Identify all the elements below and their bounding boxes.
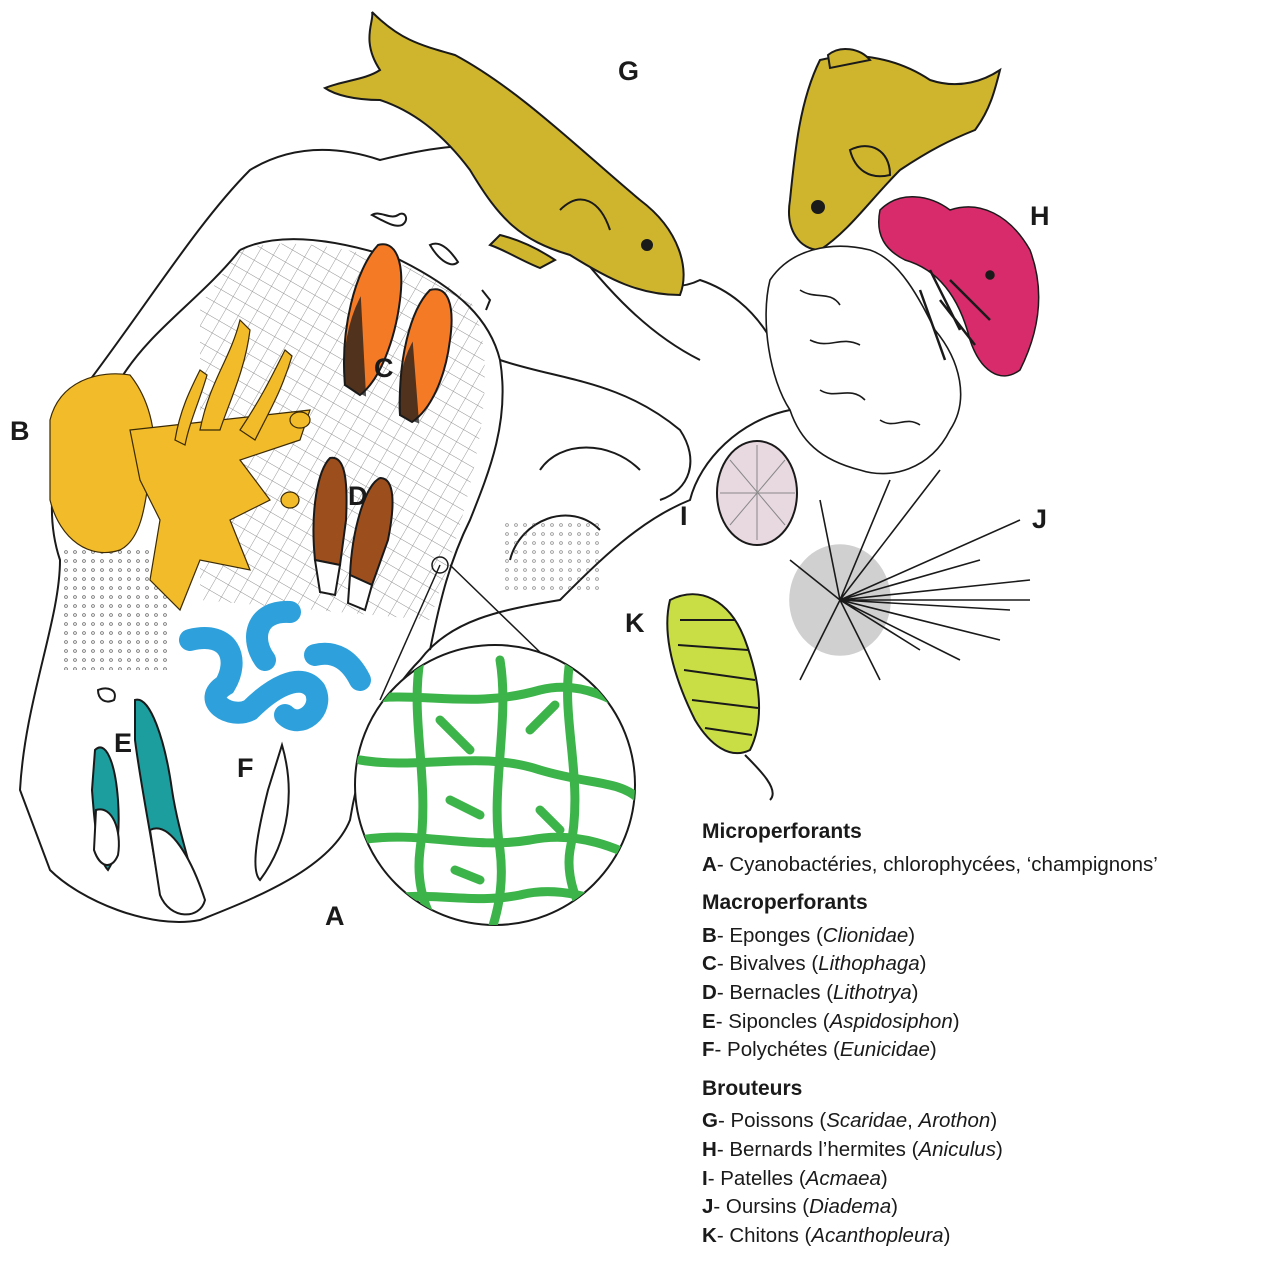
legend-group-title: Brouteurs [702,1075,1262,1104]
legend-item-text: - Oursins ( [713,1195,809,1218]
legend-item-close: ) [908,924,915,947]
legend-item-K: K- Chitons (Acanthopleura) [702,1222,1262,1251]
legend-item-text: - Bivalves ( [717,952,818,975]
legend-item-D: D- Bernacles (Lithotrya) [702,979,1262,1008]
legend-item-code: K [702,1224,717,1247]
legend-item-close: ) [881,1167,888,1190]
legend-item-text: - Bernacles ( [717,981,833,1004]
legend-item-close: ) [891,1195,898,1218]
sea-urchin-diadema [790,470,1030,680]
legend-item-code: G [702,1109,718,1132]
legend-item-taxon: Lithophaga [818,952,919,975]
legend-item-close: ) [920,952,927,975]
legend-item-text: - Patelles ( [708,1167,806,1190]
coral-stippling-right [500,520,600,590]
legend-item-H: H- Bernards l’hermites (Aniculus) [702,1136,1262,1165]
legend-item-I: I- Patelles (Acmaea) [702,1165,1262,1194]
legend-item-text: - Bernards l’hermites ( [717,1138,919,1161]
label-B: B [10,416,30,446]
legend-item-code: J [702,1195,713,1218]
legend-item-taxon-2: Arothon [919,1109,991,1132]
legend-item-code: E [702,1010,716,1033]
legend-item-J: J- Oursins (Diadema) [702,1193,1262,1222]
label-E: E [114,728,132,758]
legend-item-taxon: Aniculus [918,1138,996,1161]
legend-item-text: - Eponges ( [717,924,823,947]
label-D: D [348,481,368,511]
legend-item-text: - Polychétes ( [715,1038,840,1061]
legend-item-taxon: Scaridae [826,1109,907,1132]
legend-item-C: C- Bivalves (Lithophaga) [702,950,1262,979]
legend-item-taxon: Eunicidae [840,1038,930,1061]
legend-item-taxon: Diadema [809,1195,891,1218]
label-C: C [374,353,394,383]
legend-item-F: F- Polychétes (Eunicidae) [702,1036,1262,1065]
legend-item-G: G- Poissons (Scaridae, Arothon) [702,1107,1262,1136]
legend-item-close: ) [953,1010,960,1033]
legend-item-taxon: Clionidae [823,924,908,947]
legend-item-B: B- Eponges (Clionidae) [702,922,1262,951]
legend-item-text: - Chitons ( [717,1224,812,1247]
legend-item-taxon: Aspidosiphon [830,1010,953,1033]
label-H: H [1030,201,1050,231]
legend-item-code: A [702,853,717,876]
legend-group-title: Microperforants [702,818,1262,847]
legend-item-close: ) [944,1224,951,1247]
label-K: K [625,608,645,638]
legend-item-taxon: Acanthopleura [811,1224,943,1247]
label-I: I [680,501,688,531]
label-A: A [325,901,345,931]
chiton-acanthopleura [667,594,772,800]
legend-item-close: ) [930,1038,937,1061]
label-G: G [618,56,639,86]
legend-item-code: F [702,1038,715,1061]
limpet-acmaea [717,441,797,545]
coral-rubble [766,246,961,473]
legend-item-E: E- Siponcles (Aspidosiphon) [702,1008,1262,1037]
legend-item-A: A- Cyanobactéries, chlorophycées, ‘champ… [702,851,1262,880]
legend-item-close: ) [996,1138,1003,1161]
legend-item-taxon: Acmaea [806,1167,881,1190]
legend-item-code: B [702,924,717,947]
legend-item-text: - Poissons ( [718,1109,826,1132]
label-J: J [1032,504,1047,534]
legend-item-code: C [702,952,717,975]
legend-item-close: ) [912,981,919,1004]
legend-group-title: Macroperforants [702,889,1262,918]
legend-item-separator: , [907,1109,918,1132]
legend-item-text: - Cyanobactéries, chlorophycées, ‘champi… [717,853,1158,876]
legend-item-code: D [702,981,717,1004]
legend-item-close: ) [990,1109,997,1132]
label-F: F [237,753,254,783]
legend-item-text: - Siponcles ( [716,1010,830,1033]
legend-item-code: H [702,1138,717,1161]
legend-item-taxon: Lithotrya [833,981,912,1004]
